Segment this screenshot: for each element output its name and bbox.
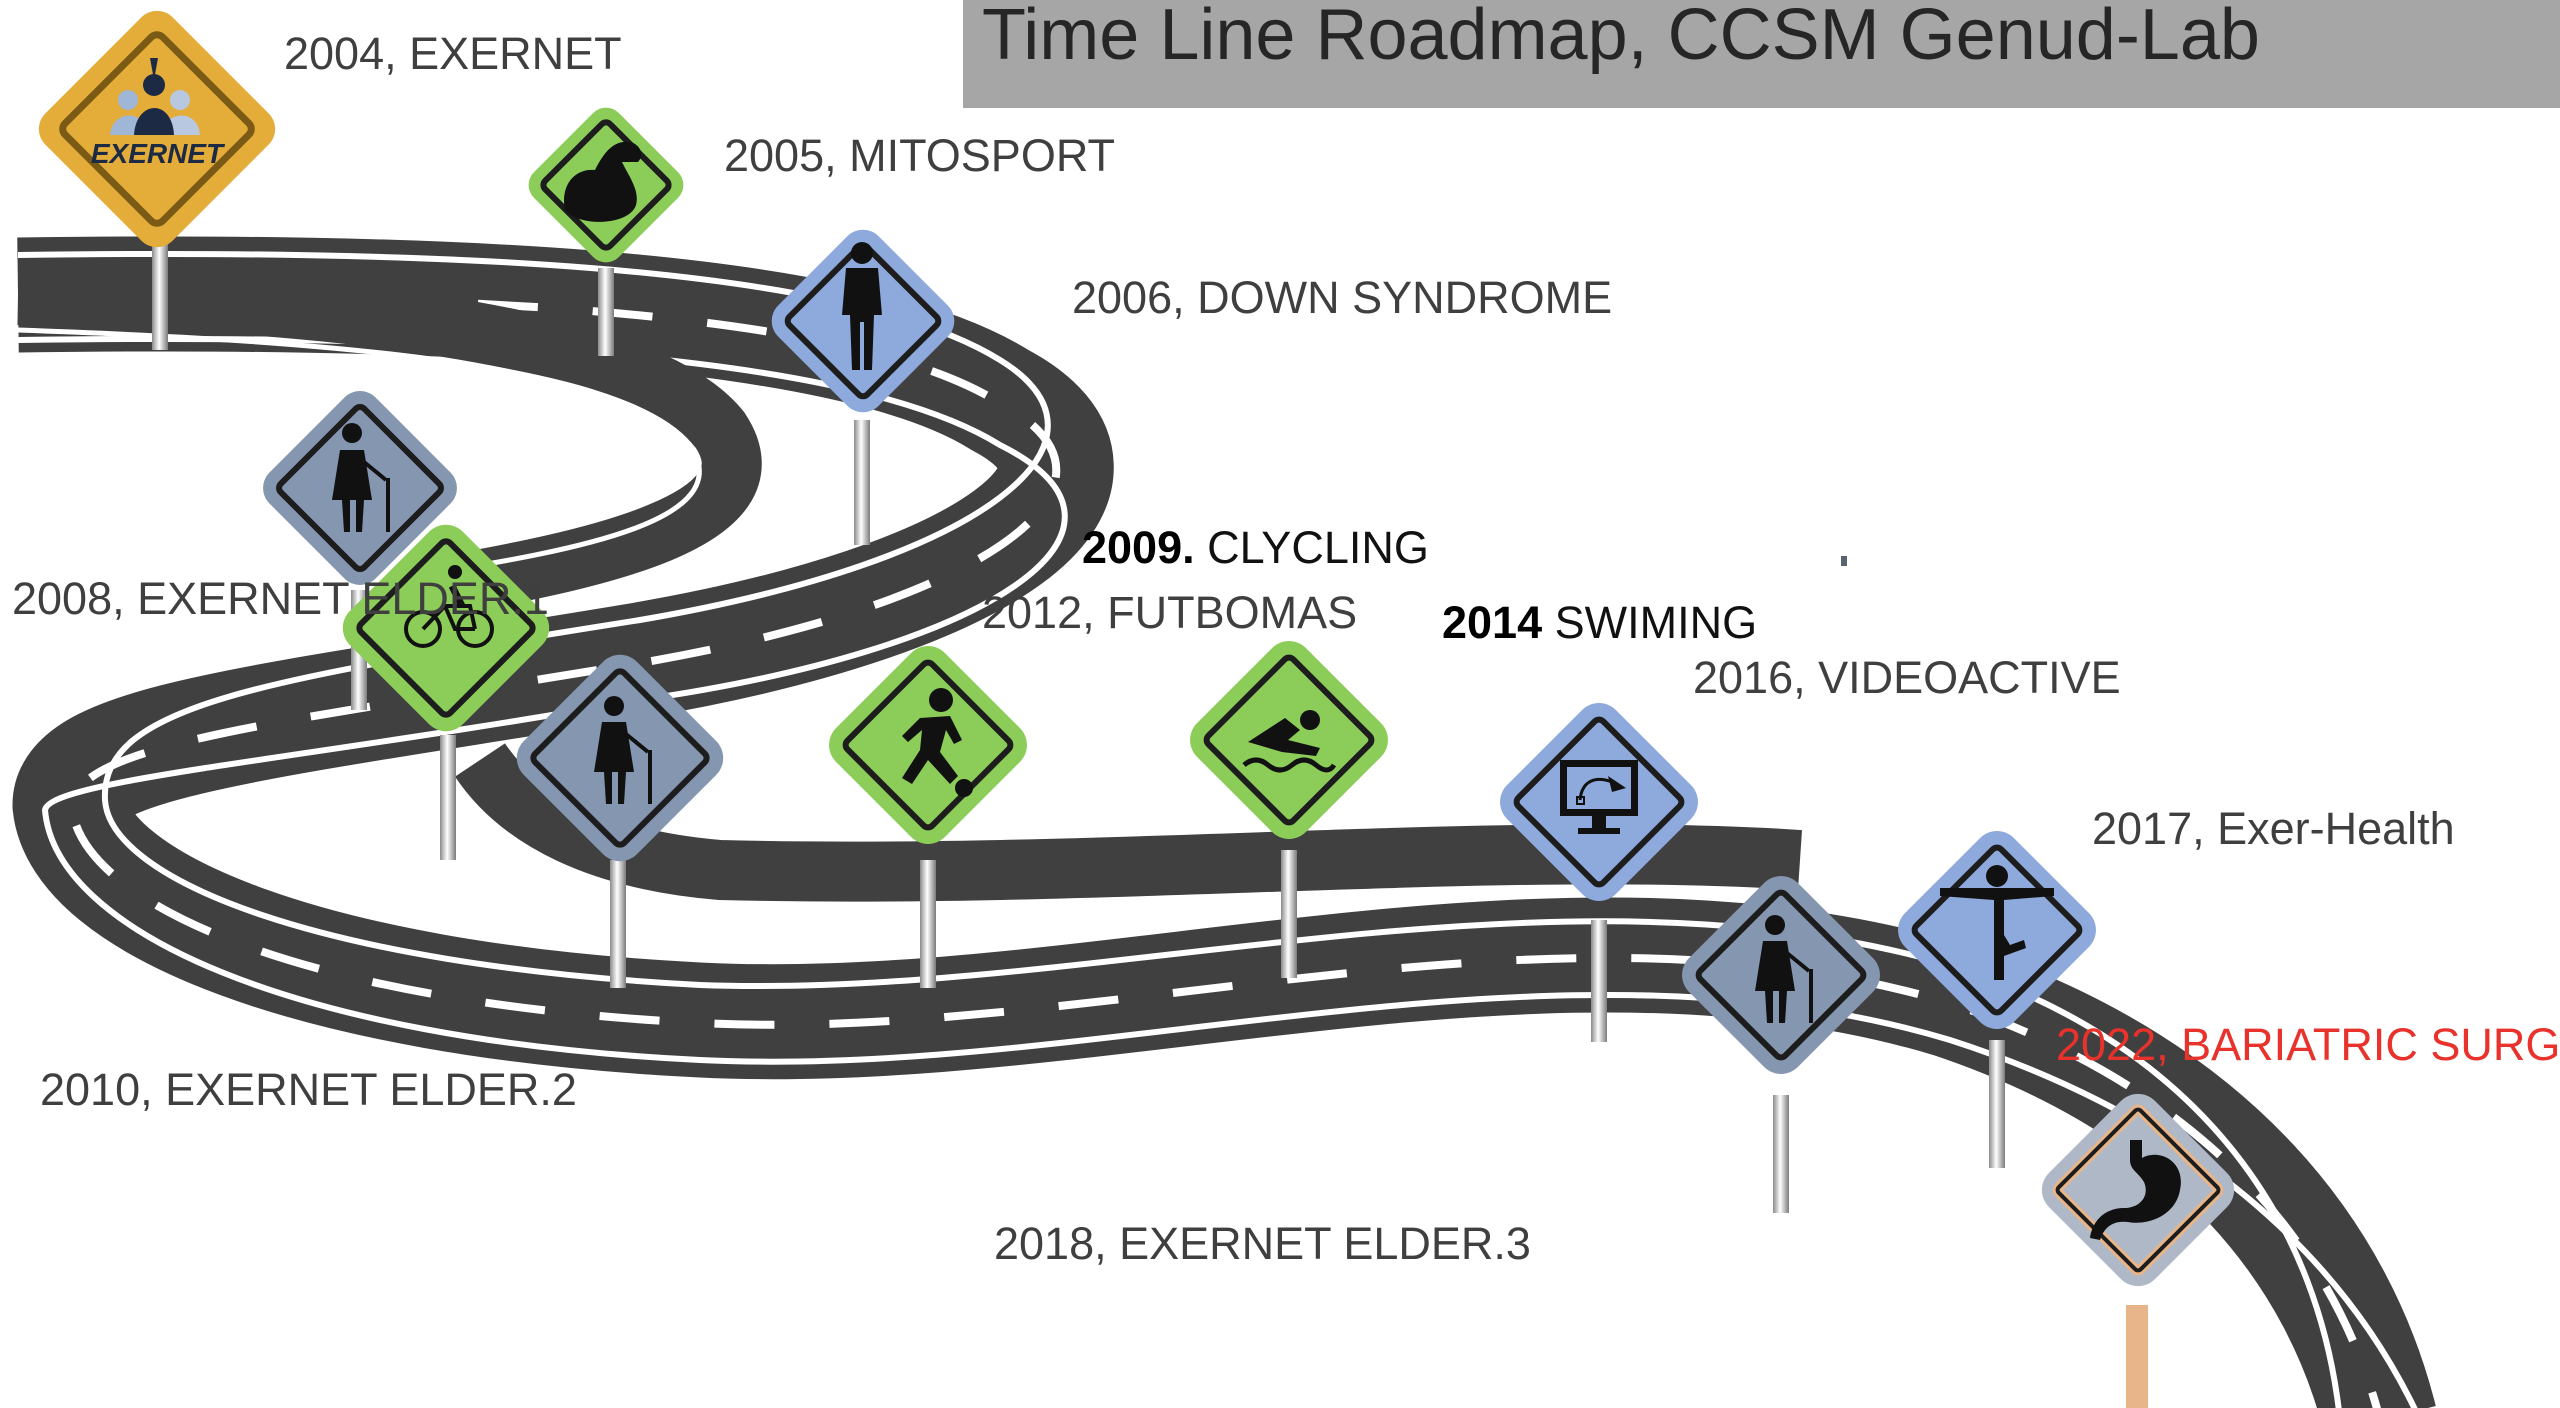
label-year: 2012, [982, 587, 1095, 638]
svg-text:EXERNET: EXERNET [91, 138, 226, 169]
label-name: , Exer-Health [2192, 803, 2455, 854]
label-2008: 2008, EXERNET ELDER.1 [12, 573, 549, 625]
sign-2018-exernet-elder-3 [1682, 876, 1880, 1213]
label-year: 2010 [40, 1064, 141, 1115]
label-name: DOWN SYNDROME [1184, 272, 1613, 323]
sign-2010-exernet-elder-2 [516, 654, 724, 988]
sign-2012-futbomas [829, 646, 1027, 988]
label-year: 2008, [12, 573, 125, 624]
label-2016: 2016, VIDEOACTIVE [1693, 652, 2121, 704]
page-title: Time Line Roadmap, CCSM Genud-Lab [982, 0, 2260, 75]
elderly-woman-cane-icon [1755, 915, 1813, 1023]
label-2004: 2004, EXERNET [284, 28, 622, 80]
label-name: CLYCLING [1194, 522, 1429, 573]
label-2014: 2014 SWIMING [1442, 597, 1757, 649]
sign-2005-mitosport [528, 107, 684, 356]
label-2010: 2010, EXERNET ELDER.2 [40, 1064, 577, 1116]
label-year: 2014 [1442, 597, 1543, 648]
elderly-woman-cane-icon [332, 423, 390, 532]
label-year: 2017 [2092, 803, 2193, 854]
label-year: 2005, [724, 130, 837, 181]
sign-2016-videoactive [1500, 703, 1698, 1042]
label-name: EXERNET ELDER.3 [1106, 1218, 1531, 1269]
yoga-tree-pose-icon [1940, 865, 2054, 980]
sign-2014-swiming [1190, 641, 1388, 978]
sign-2004-exernet: EXERNET [38, 10, 276, 350]
swimmer-icon [1242, 710, 1337, 773]
label-name: , EXERNET ELDER.2 [140, 1064, 577, 1115]
stray-mark [1841, 556, 1847, 566]
label-2012: 2012, FUTBOMAS [982, 587, 1357, 639]
label-year: 2006, [1072, 272, 1185, 323]
label-year: 2016 [1693, 652, 1794, 703]
label-name: MITOSPORT [836, 130, 1115, 181]
label-year: 2004, [284, 28, 397, 79]
cyclist-icon [404, 565, 494, 648]
standing-person-icon [842, 242, 882, 370]
label-name: FUTBOMAS [1094, 587, 1358, 638]
flexed-arm-icon [564, 141, 642, 222]
label-2006: 2006, DOWN SYNDROME [1072, 272, 1612, 324]
soccer-player-icon [902, 688, 973, 797]
exernet-logo-icon: EXERNET [91, 58, 226, 169]
sign-2009-cycling [342, 524, 550, 860]
sign-2022-bariatric-surgery [2041, 1093, 2235, 1408]
sign-2008-exernet-elder-1 [263, 391, 457, 710]
elderly-woman-cane-icon [594, 696, 652, 804]
label-year: 2009. [1082, 522, 1195, 573]
label-name: EXERNET ELDER.1 [124, 573, 549, 624]
label-2009: 2009. CLYCLING [1082, 522, 1429, 574]
label-name: SWIMING [1542, 597, 1758, 648]
label-name: , VIDEOACTIVE [1793, 652, 2121, 703]
sign-2017-exer-health [1898, 831, 2096, 1168]
label-2018: 2018, EXERNET ELDER.3 [994, 1218, 1531, 1270]
sign-2006-down-syndrome [771, 229, 955, 545]
label-2005: 2005, MITOSPORT [724, 130, 1115, 182]
monitor-cursor-icon [1560, 760, 1638, 834]
label-year: 2022, [2056, 1019, 2169, 1070]
title-bar [963, 0, 2560, 108]
label-2017: 2017, Exer-Health [2092, 803, 2455, 855]
label-name: EXERNET [396, 28, 622, 79]
label-year: 2018, [994, 1218, 1107, 1269]
stomach-icon [2090, 1140, 2181, 1240]
label-2022: 2022, BARIATRIC SURGERY [2056, 1019, 2560, 1071]
label-name: BARIATRIC SURGERY [2181, 1019, 2560, 1070]
